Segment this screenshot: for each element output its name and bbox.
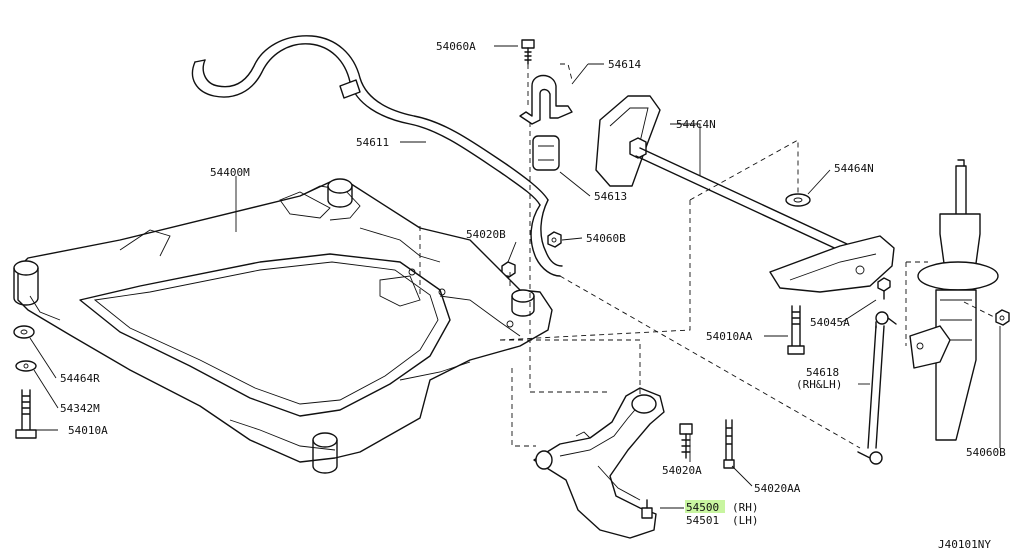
bushing-clamp-bracket[interactable] [519, 74, 573, 125]
transverse-link[interactable] [533, 387, 665, 539]
subframe-mount-rear-right [511, 289, 535, 317]
stabilizer-bushing[interactable] [532, 135, 560, 171]
label-54501-side: (LH) [732, 514, 759, 527]
part-labels: 54060A 54614 544C4N 54611 54400M 54613 5… [60, 40, 1006, 551]
stabilizer-bar[interactable] [191, 35, 563, 277]
highlight-54500 [685, 500, 725, 513]
label-54618[interactable]: 54618 [806, 366, 839, 379]
nut-54060B-top[interactable] [547, 231, 562, 248]
label-54500[interactable]: 54500 [686, 501, 719, 514]
label-54060B-right[interactable]: 54060B [966, 446, 1006, 459]
diagram-id: J40101NY [938, 538, 991, 551]
bolt-54060A[interactable] [521, 39, 535, 65]
label-54500-side: (RH) [732, 501, 759, 514]
leader-lines [29, 45, 1001, 509]
label-54060B-top[interactable]: 54060B [586, 232, 626, 245]
bolt-54045A[interactable] [877, 277, 891, 300]
washer-54464N[interactable] [785, 193, 811, 207]
subframe-mount-front-right [312, 432, 338, 474]
stopper-54342M[interactable] [15, 360, 37, 372]
label-54010AA[interactable]: 54010AA [706, 330, 753, 343]
nut-54060B-right[interactable] [995, 309, 1010, 326]
label-54020AA[interactable]: 54020AA [754, 482, 801, 495]
label-54464N[interactable]: 54464N [834, 162, 874, 175]
bolt-54010A[interactable] [15, 389, 37, 439]
subframe-mount-rear-left [327, 178, 353, 208]
assembly-guide-lines [419, 63, 997, 449]
bolt-54010AA[interactable] [787, 305, 805, 355]
label-54020B[interactable]: 54020B [466, 228, 506, 241]
subframe-mount-front-left [13, 260, 39, 306]
bolt-54020AA[interactable] [723, 419, 735, 469]
label-54611[interactable]: 54611 [356, 136, 389, 149]
label-54464R[interactable]: 54464R [60, 372, 100, 385]
label-54045A[interactable]: 54045A [810, 316, 850, 329]
label-54020A[interactable]: 54020A [662, 464, 702, 477]
label-54010A[interactable]: 54010A [68, 424, 108, 437]
label-54614[interactable]: 54614 [608, 58, 641, 71]
label-54400M[interactable]: 54400M [210, 166, 250, 179]
rear-member-bracket[interactable] [595, 95, 895, 293]
strut-assembly [909, 159, 999, 441]
label-54618-side: (RH&LH) [796, 378, 842, 391]
front-suspension-member[interactable] [13, 178, 553, 474]
label-54501[interactable]: 54501 [686, 514, 719, 527]
bolt-54020A[interactable] [679, 423, 693, 459]
label-54060A[interactable]: 54060A [436, 40, 476, 53]
washer-54464R[interactable] [13, 325, 35, 339]
label-544C4N[interactable]: 544C4N [676, 118, 716, 131]
label-54342M[interactable]: 54342M [60, 402, 100, 415]
label-54613[interactable]: 54613 [594, 190, 627, 203]
stabilizer-connecting-rod[interactable] [857, 311, 897, 465]
